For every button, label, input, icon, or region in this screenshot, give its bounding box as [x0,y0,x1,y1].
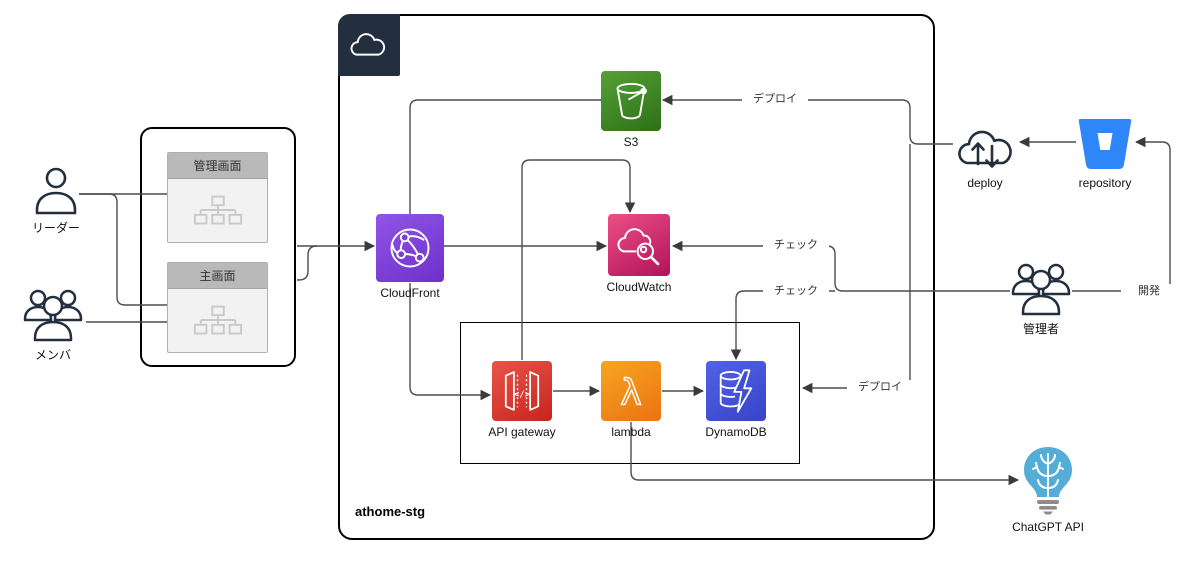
backend-group-box[interactable] [460,322,800,464]
aws-cloud-icon [350,33,386,56]
edge-label-deploy-backend: デプロイ [847,380,913,395]
edge-label-develop: 開発 [1121,284,1177,299]
svg-text:λ: λ [620,372,641,413]
actor-leader-label: リーダー [31,221,80,235]
node-dynamodb[interactable]: DynamoDB [686,361,786,439]
node-deploy[interactable]: deploy [935,120,1035,190]
node-cloudfront-label: CloudFront [380,286,440,300]
edge-leader-main-screen[interactable] [79,193,167,306]
edge-deploy-backend[interactable] [801,144,911,394]
edge-label-deploy-s3: デプロイ [742,92,808,107]
users-icon [23,289,83,342]
node-lambda[interactable]: λ lambda [581,361,681,439]
screens-group-box[interactable] [140,127,296,367]
aws-cloud-badge [338,14,400,76]
edge-cloudfront-s3[interactable] [409,99,601,214]
actor-admin-label: 管理者 [1022,322,1059,336]
sitemap-icon [193,305,242,335]
node-dynamodb-label: DynamoDB [705,425,767,439]
admin-screen-title: 管理画面 [168,153,267,179]
edge-check-dynamodb[interactable] [730,290,835,361]
edge-deploy-s3[interactable] [661,94,953,145]
dynamodb-icon [719,369,753,413]
s3-bucket-icon [616,82,647,120]
edge-screens-loop[interactable] [297,245,318,281]
main-screen-title: 主画面 [168,263,267,289]
edge-label-check-cloudwatch: チェック [763,238,829,253]
actor-admin[interactable]: 管理者 [991,262,1091,337]
api-gateway-icon: </> [504,371,540,411]
node-api-gateway[interactable]: </> API gateway [472,361,572,439]
node-lambda-label: lambda [611,425,651,439]
container-title: athome-stg [355,504,426,519]
actor-member[interactable]: メンバ [3,288,103,363]
edge-lambda-chatgpt[interactable] [630,422,1020,486]
edge-cloudfront-apigateway[interactable] [409,283,492,401]
deploy-cloud-icon [958,130,1012,168]
node-s3-label: S3 [623,135,639,149]
cloudfront-icon [390,228,430,268]
actor-member-label: メンバ [34,348,71,362]
node-chatgpt-api[interactable]: ChatGPT API [998,446,1098,534]
users-icon [1011,263,1071,316]
svg-text:</>: </> [514,390,531,400]
node-s3[interactable]: S3 [581,71,681,149]
person-icon [35,167,77,215]
admin-screen-window[interactable]: 管理画面 [167,152,268,243]
edge-label-check-dynamodb: チェック [763,284,829,299]
aws-container-box[interactable] [338,14,935,540]
actor-leader[interactable]: リーダー [6,167,106,236]
node-deploy-label: deploy [967,176,1003,190]
node-cloudwatch[interactable]: CloudWatch [589,214,689,294]
lambda-icon: λ [620,372,643,414]
main-screen-window[interactable]: 主画面 [167,262,268,353]
repository-bucket-icon [1078,119,1132,169]
sitemap-icon [193,195,242,225]
node-chatgpt-api-label: ChatGPT API [1012,520,1084,534]
cloudwatch-icon [617,228,660,266]
node-cloudwatch-label: CloudWatch [606,280,672,294]
node-repository-label: repository [1078,176,1132,190]
node-repository[interactable]: repository [1055,116,1155,190]
node-cloudfront[interactable]: CloudFront [360,214,460,300]
node-api-gateway-label: API gateway [488,425,556,439]
edge-apigateway-cloudwatch[interactable] [521,159,636,360]
chatgpt-brain-bulb-icon [1024,447,1072,515]
edge-admin-check-cloudwatch[interactable] [671,240,1010,292]
